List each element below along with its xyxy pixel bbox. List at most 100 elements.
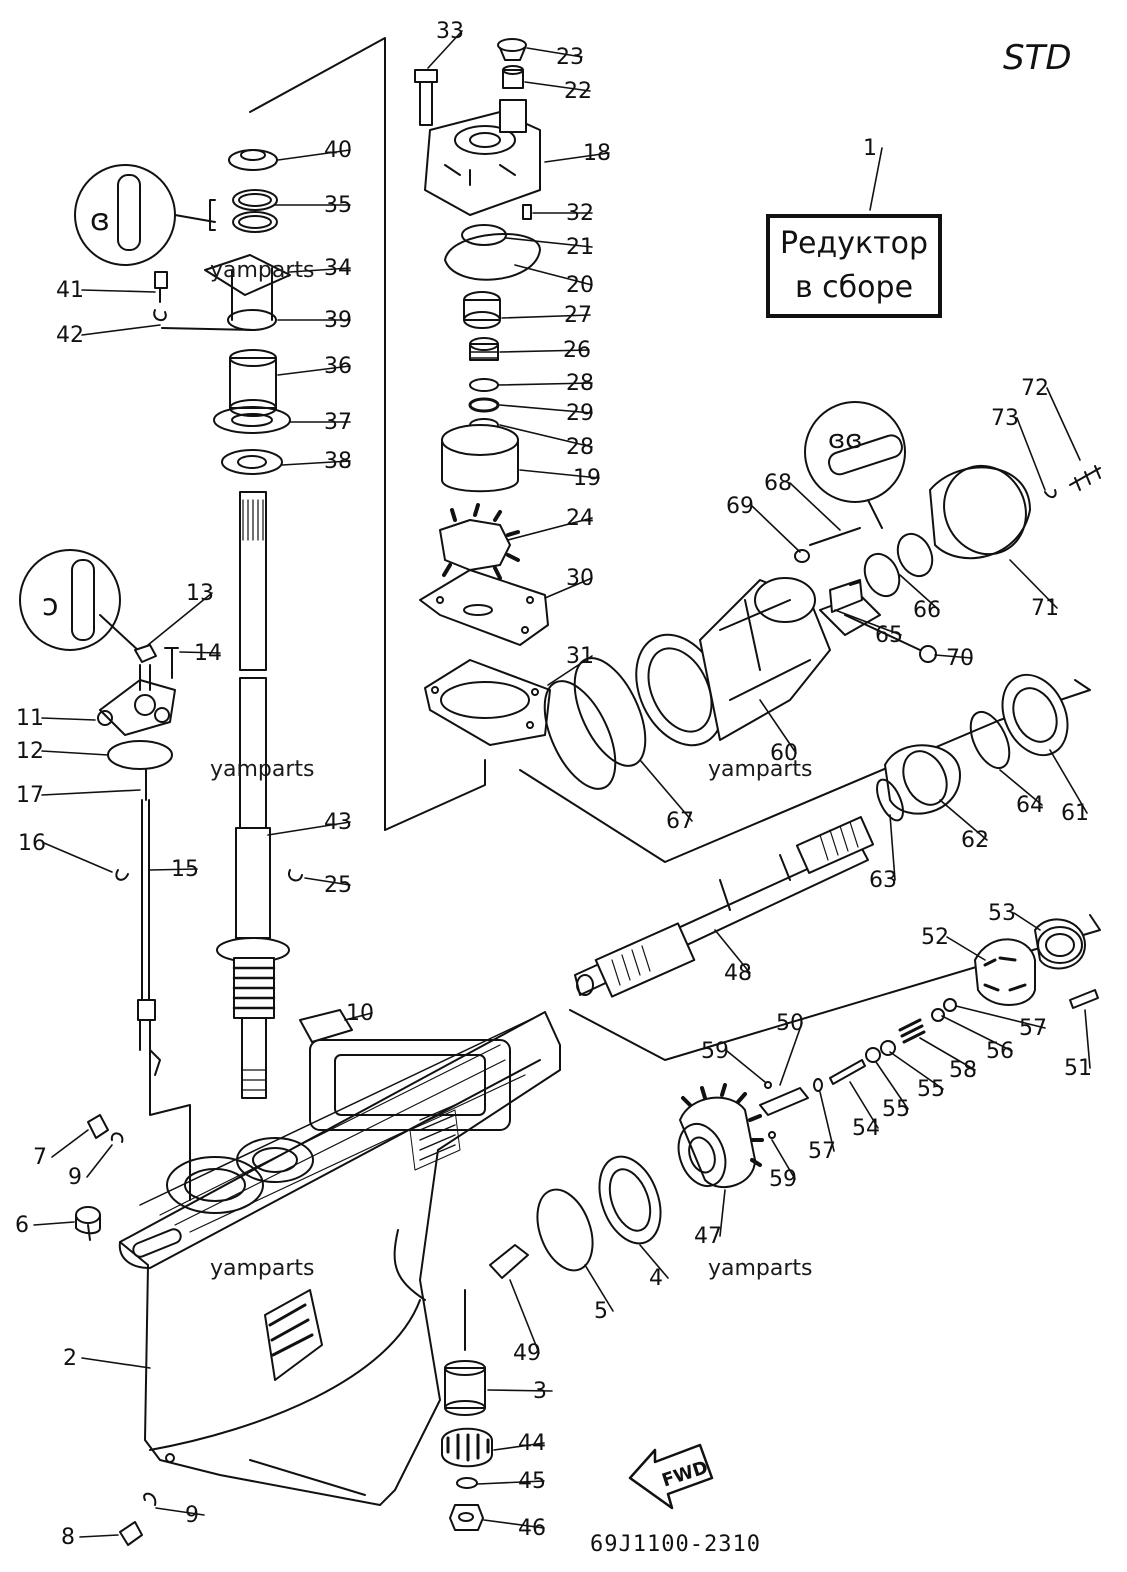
part-number-label: 27	[564, 303, 592, 328]
part-number-label: 16	[18, 831, 46, 856]
part-number-label: 70	[946, 646, 974, 671]
leader-line	[487, 1389, 553, 1392]
part-number-label: 55	[917, 1077, 945, 1102]
variant-label: STD	[1003, 38, 1072, 78]
part-number-label: 45	[518, 1469, 546, 1494]
part-number-label: 51	[1064, 1056, 1092, 1081]
part-number-label: 4	[649, 1266, 663, 1291]
part-number-label: 25	[324, 873, 352, 898]
part-number-label: 63	[869, 868, 897, 893]
assembly-label-box: Редуктор в сборе	[766, 214, 942, 318]
part-number-label: 52	[921, 925, 949, 950]
leader-line	[41, 789, 141, 796]
part-number-label: 50	[776, 1011, 804, 1036]
lower-casing	[118, 1011, 561, 1506]
leader-line	[477, 1480, 545, 1485]
part-number-label: 59	[701, 1039, 729, 1064]
leader-line	[41, 717, 96, 721]
leader-line	[771, 1139, 796, 1180]
leader-line	[147, 592, 213, 646]
part-number-label: 14	[194, 641, 222, 666]
part-number-label: 12	[16, 739, 44, 764]
leader-line	[544, 577, 593, 599]
part-number-label: 1	[863, 136, 877, 161]
leader-line	[497, 382, 593, 386]
part-number-label: 46	[518, 1516, 546, 1541]
part-number-label: 68	[764, 471, 792, 496]
part-number-label: 59	[769, 1167, 797, 1192]
drive-shaft-bearing-stack	[153, 149, 291, 475]
leader-line	[955, 1005, 1046, 1029]
part-number-label: 58	[949, 1058, 977, 1083]
part-number-label: 32	[566, 201, 594, 226]
water-pump-assembly	[414, 38, 551, 746]
drawing-code: 69J1100-2310	[590, 1532, 761, 1557]
drive-shaft	[216, 491, 290, 1099]
leader-line	[1046, 387, 1081, 461]
leader-line	[501, 314, 591, 319]
part-number-label: 23	[556, 45, 584, 70]
part-number-label: 43	[324, 810, 352, 835]
leader-line	[779, 1022, 803, 1086]
pinion-stack	[441, 1289, 493, 1531]
part-number-label: 56	[986, 1039, 1014, 1064]
leader-line	[789, 482, 841, 531]
leader-line	[514, 264, 593, 286]
part-number-label: 41	[56, 278, 84, 303]
leader-line	[51, 1129, 89, 1158]
leader-line	[41, 750, 109, 756]
watermark: yamparts	[210, 1256, 315, 1281]
part-number-label: 61	[1061, 801, 1089, 826]
leader-line	[499, 404, 593, 414]
leader-line	[875, 1061, 909, 1110]
leader-line	[43, 842, 113, 873]
leader-line	[509, 1279, 540, 1354]
leader-line	[86, 1144, 113, 1178]
part-number-label: 53	[988, 901, 1016, 926]
leader-line	[939, 799, 988, 841]
leader-line	[639, 1244, 669, 1279]
part-number-label: 20	[566, 273, 594, 298]
leader-line	[526, 47, 583, 58]
leader-line	[81, 324, 161, 336]
part-number-label: 54	[852, 1116, 880, 1141]
part-number-label: 72	[1021, 376, 1049, 401]
part-number-label: 65	[875, 623, 903, 648]
leader-line	[281, 460, 351, 466]
part-number-label: 36	[324, 354, 352, 379]
part-labels: 1234567899101112131415161718192021222324…	[15, 19, 1092, 1550]
leader-line	[719, 1189, 726, 1237]
leader-line	[999, 769, 1043, 806]
part-number-label: 57	[808, 1139, 836, 1164]
leader-line	[267, 821, 351, 836]
leader-line	[344, 1012, 373, 1021]
assembly-label-line2: в сборе	[794, 270, 914, 305]
leader-line	[155, 1507, 205, 1516]
part-number-label: 34	[324, 256, 352, 281]
part-number-label: 3	[533, 1379, 547, 1404]
part-number-label: 64	[1016, 793, 1044, 818]
leader-line	[714, 929, 751, 974]
leader-line	[33, 1221, 75, 1226]
part-number-label: 33	[436, 19, 464, 44]
leader-line	[1013, 912, 1041, 931]
leader-line	[751, 505, 801, 553]
part-number-label: 9	[68, 1165, 82, 1190]
part-number-label: 29	[566, 401, 594, 426]
leader-line	[289, 267, 351, 273]
leader-line	[849, 1081, 879, 1129]
leader-line	[819, 1091, 835, 1152]
leader-line	[277, 365, 351, 376]
shift-rod-detail-circle: ɔ	[19, 549, 141, 653]
bearing-detail-circle: ɞɞ	[804, 401, 906, 529]
svg-text:ɞɞ: ɞɞ	[828, 425, 863, 455]
leader-line	[941, 1015, 1013, 1052]
part-number-label: 13	[186, 581, 214, 606]
part-number-label: 31	[566, 644, 594, 669]
part-number-label: 62	[961, 828, 989, 853]
leader-line	[519, 469, 600, 479]
part-number-label: 57	[1019, 1016, 1047, 1041]
part-number-label: 67	[666, 809, 694, 834]
part-number-label: 66	[913, 598, 941, 623]
part-number-label: 6	[15, 1213, 29, 1238]
